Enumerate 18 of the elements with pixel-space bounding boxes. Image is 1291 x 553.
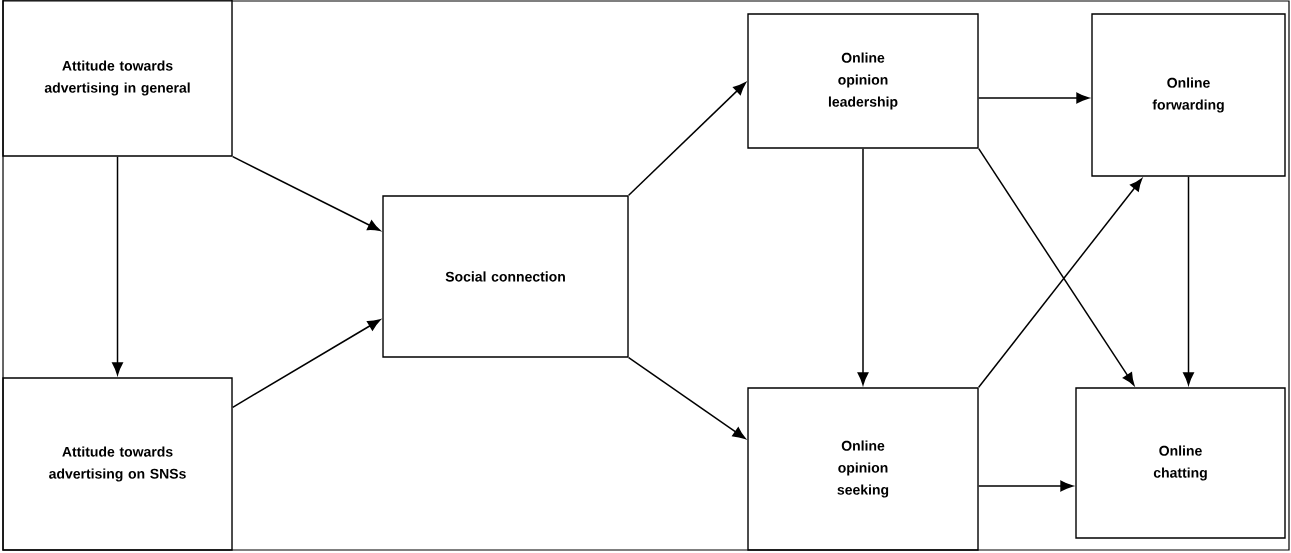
arrow: [977, 178, 1143, 389]
arrow: [231, 155, 381, 232]
concept-box: Online chatting: [1075, 387, 1286, 539]
concept-box: Online forwarding: [1091, 13, 1286, 177]
arrow: [231, 319, 381, 409]
arrow: [977, 480, 1074, 492]
arrow: [112, 155, 123, 376]
concept-box: Online opinion leadership: [747, 13, 979, 149]
arrow: [1183, 175, 1194, 386]
concept-box: Attitude towards advertising on SNSs: [2, 377, 233, 551]
arrow: [627, 356, 746, 440]
arrow: [977, 147, 1135, 386]
arrow: [627, 82, 746, 197]
arrow: [977, 92, 1090, 104]
concept-box: Online opinion seeking: [747, 387, 979, 551]
arrow: [857, 147, 869, 386]
concept-box: Attitude towards advertising in general: [2, 0, 233, 157]
concept-box: Social connection: [382, 195, 629, 358]
